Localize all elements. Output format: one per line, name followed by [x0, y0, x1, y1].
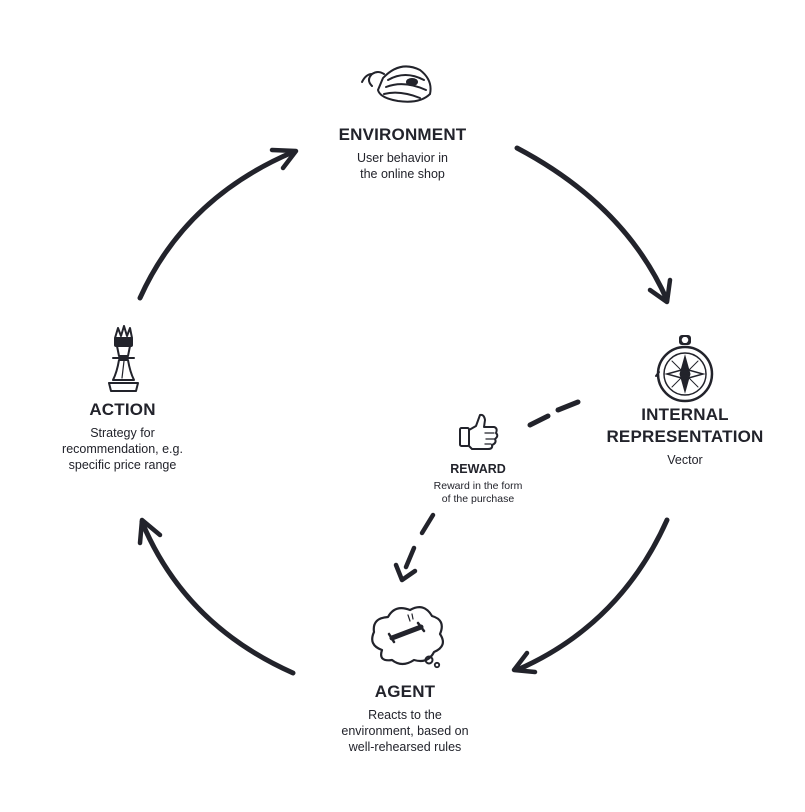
internal-title-line: INTERNAL: [641, 405, 729, 424]
action-title: ACTION: [89, 400, 156, 419]
reward-description: Reward in the form of the purchase: [408, 480, 548, 506]
chess-queen-icon: [108, 325, 139, 392]
arrow-internal-to-agent: [514, 517, 670, 673]
thought-cloud-icon: [371, 605, 444, 669]
arrow-action-to-environment: [137, 149, 296, 301]
environment-desc-line: the online shop: [360, 167, 445, 181]
arrow-reward-to-agent-dashed: [393, 512, 436, 583]
node-reward: REWARD Reward in the form of the purchas…: [408, 461, 548, 506]
internal-description: Vector: [667, 453, 703, 467]
action-desc-line: specific price range: [68, 458, 177, 472]
action-desc-line: Strategy for: [90, 426, 155, 440]
arrowhead-environment: [269, 147, 299, 171]
agent-desc-line: well-rehearsed rules: [348, 740, 462, 754]
arrow-internal-to-reward-dashed: [527, 399, 581, 428]
node-internal-representation: INTERNAL REPRESENTATION Vector: [590, 404, 780, 468]
environment-title: ENVIRONMENT: [338, 125, 467, 144]
arrowhead-action: [137, 517, 163, 546]
environment-desc-line: User behavior in: [356, 151, 448, 165]
action-description: Strategy for recommendation, e.g. specif…: [30, 425, 215, 473]
internal-title: INTERNAL REPRESENTATION: [590, 404, 780, 448]
arrowhead-internal: [647, 277, 673, 305]
agent-desc-line: environment, based on: [341, 724, 469, 738]
mouse-icon: [361, 65, 432, 103]
action-desc-line: recommendation, e.g.: [62, 442, 183, 456]
node-action: ACTION Strategy for recommendation, e.g.…: [30, 399, 215, 473]
arrowhead-agent: [511, 650, 538, 675]
reward-desc-line: of the purchase: [441, 493, 515, 505]
compass-icon: [655, 335, 714, 403]
arrow-environment-to-internal: [514, 145, 670, 303]
node-environment: ENVIRONMENT User behavior in the online …: [300, 124, 505, 182]
agent-description: Reacts to the environment, based on well…: [300, 707, 510, 755]
node-agent: AGENT Reacts to the environment, based o…: [300, 681, 510, 755]
internal-title-line: REPRESENTATION: [606, 427, 764, 446]
reward-title: REWARD: [450, 462, 506, 476]
reward-desc-line: Reward in the form: [433, 480, 523, 492]
environment-description: User behavior in the online shop: [300, 150, 505, 182]
agent-desc-line: Reacts to the: [368, 708, 442, 722]
thumbs-up-icon: [459, 413, 499, 450]
agent-title: AGENT: [374, 682, 436, 701]
arrow-agent-to-action: [139, 519, 296, 676]
